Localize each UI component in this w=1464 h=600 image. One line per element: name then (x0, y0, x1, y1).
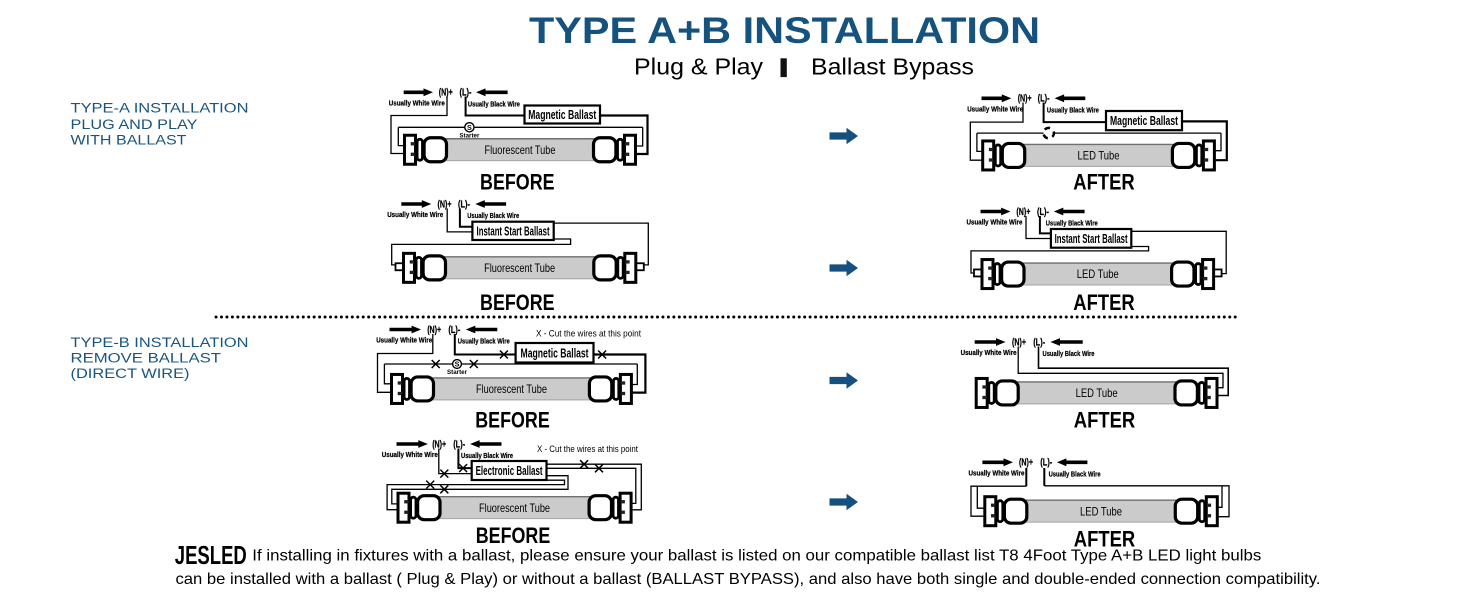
svg-text:PLUG AND PLAY: PLUG AND PLAY (71, 117, 199, 133)
svg-text:X - Cut the wires at this poin: X - Cut the wires at this point (536, 328, 641, 338)
svg-text:Plug & Play: Plug & Play (634, 53, 763, 79)
svg-text:(N)+: (N)+ (1018, 94, 1032, 105)
svg-text:(L)-: (L)- (458, 199, 470, 210)
svg-text:BEFORE: BEFORE (480, 290, 555, 315)
svg-text:Starter: Starter (459, 133, 479, 140)
svg-text:LED Tube: LED Tube (1077, 267, 1119, 281)
svg-text:(N)+: (N)+ (432, 439, 446, 450)
svg-text:Magnetic Ballast: Magnetic Ballast (1110, 113, 1178, 128)
svg-text:BEFORE: BEFORE (480, 169, 555, 194)
svg-text:Electronic Ballast: Electronic Ballast (476, 463, 543, 478)
svg-text:(N)+: (N)+ (1012, 337, 1026, 348)
svg-text:(L)-: (L)- (460, 88, 472, 99)
svg-text:Starter: Starter (447, 369, 467, 376)
svg-text:Fluorescent Tube: Fluorescent Tube (485, 143, 556, 157)
svg-text:(DIRECT WIRE): (DIRECT WIRE) (71, 366, 190, 382)
svg-text:(L)-: (L)- (1038, 94, 1050, 105)
svg-text:(N)+: (N)+ (439, 88, 453, 99)
svg-text:TYPE-A INSTALLATION: TYPE-A INSTALLATION (71, 101, 249, 117)
svg-text:(L)-: (L)- (448, 325, 460, 336)
svg-text:AFTER: AFTER (1073, 169, 1135, 194)
svg-text:Usually White Wire: Usually White Wire (389, 99, 445, 108)
svg-text:TYPE A+B INSTALLATION: TYPE A+B INSTALLATION (529, 9, 1040, 51)
svg-text:(N)+: (N)+ (427, 325, 441, 336)
svg-text:WITH BALLAST: WITH BALLAST (71, 133, 187, 149)
svg-text:Usually Black Wire: Usually Black Wire (1049, 470, 1101, 479)
svg-text:JESLED: JESLED (175, 542, 247, 570)
svg-text:(L)-: (L)- (1037, 207, 1049, 218)
svg-text:Usually Black Wire: Usually Black Wire (1046, 219, 1098, 228)
svg-text:Usually Black Wire: Usually Black Wire (458, 337, 510, 346)
svg-text:LED Tube: LED Tube (1080, 504, 1122, 518)
svg-text:Usually White Wire: Usually White Wire (969, 469, 1025, 478)
svg-text:Usually White Wire: Usually White Wire (376, 336, 432, 345)
svg-text:REMOVE BALLAST: REMOVE BALLAST (71, 350, 222, 366)
svg-text:Usually Black Wire: Usually Black Wire (467, 211, 519, 220)
svg-text:AFTER: AFTER (1073, 290, 1135, 315)
svg-text:Usually White Wire: Usually White Wire (967, 105, 1023, 114)
svg-text:Usually White Wire: Usually White Wire (961, 348, 1017, 357)
svg-text:Magnetic Ballast: Magnetic Ballast (528, 107, 596, 122)
svg-text:(L)-: (L)- (453, 439, 465, 450)
svg-text:Usually Black Wire: Usually Black Wire (461, 451, 513, 460)
svg-text:(L)-: (L)- (1040, 458, 1052, 469)
svg-text:Usually White Wire: Usually White Wire (967, 218, 1023, 227)
svg-text:TYPE-B INSTALLATION: TYPE-B INSTALLATION (71, 335, 249, 351)
svg-text:(L)-: (L)- (1033, 337, 1045, 348)
svg-text:Ballast Bypass: Ballast Bypass (811, 53, 974, 79)
svg-text:Usually White Wire: Usually White Wire (382, 450, 438, 459)
svg-text:Fluorescent Tube: Fluorescent Tube (484, 261, 555, 275)
svg-text:Usually Black Wire: Usually Black Wire (468, 100, 520, 109)
svg-text:Fluorescent Tube: Fluorescent Tube (476, 382, 547, 396)
svg-text:S: S (467, 123, 472, 132)
svg-text:Magnetic Ballast: Magnetic Ballast (521, 345, 589, 360)
svg-text:Usually White Wire: Usually White Wire (387, 210, 443, 219)
svg-text:Instant Start Ballast: Instant Start Ballast (1055, 231, 1128, 246)
svg-text:Instant Start Ballast: Instant Start Ballast (477, 223, 550, 238)
svg-text:LED Tube: LED Tube (1076, 386, 1118, 400)
svg-text:Usually Black Wire: Usually Black Wire (1043, 349, 1095, 358)
svg-text:Usually Black Wire: Usually Black Wire (1047, 106, 1099, 115)
svg-text:X - Cut the wires at this poin: X - Cut the wires at this point (537, 444, 638, 454)
svg-text:AFTER: AFTER (1074, 527, 1136, 552)
svg-text:(N)+: (N)+ (1019, 458, 1033, 469)
svg-text:S: S (455, 360, 460, 369)
svg-text:AFTER: AFTER (1074, 407, 1136, 432)
svg-text:LED Tube: LED Tube (1078, 149, 1120, 163)
svg-text:(N)+: (N)+ (1016, 207, 1030, 218)
svg-text:can be installed with a ballas: can be installed with a ballast ( Plug &… (176, 571, 1321, 588)
svg-text:BEFORE: BEFORE (476, 523, 551, 548)
svg-text:(N)+: (N)+ (438, 199, 452, 210)
svg-text:If installing in fixtures with: If installing in fixtures with a ballast… (252, 548, 1261, 565)
svg-text:BEFORE: BEFORE (475, 407, 550, 432)
svg-text:Fluorescent Tube: Fluorescent Tube (479, 501, 550, 515)
